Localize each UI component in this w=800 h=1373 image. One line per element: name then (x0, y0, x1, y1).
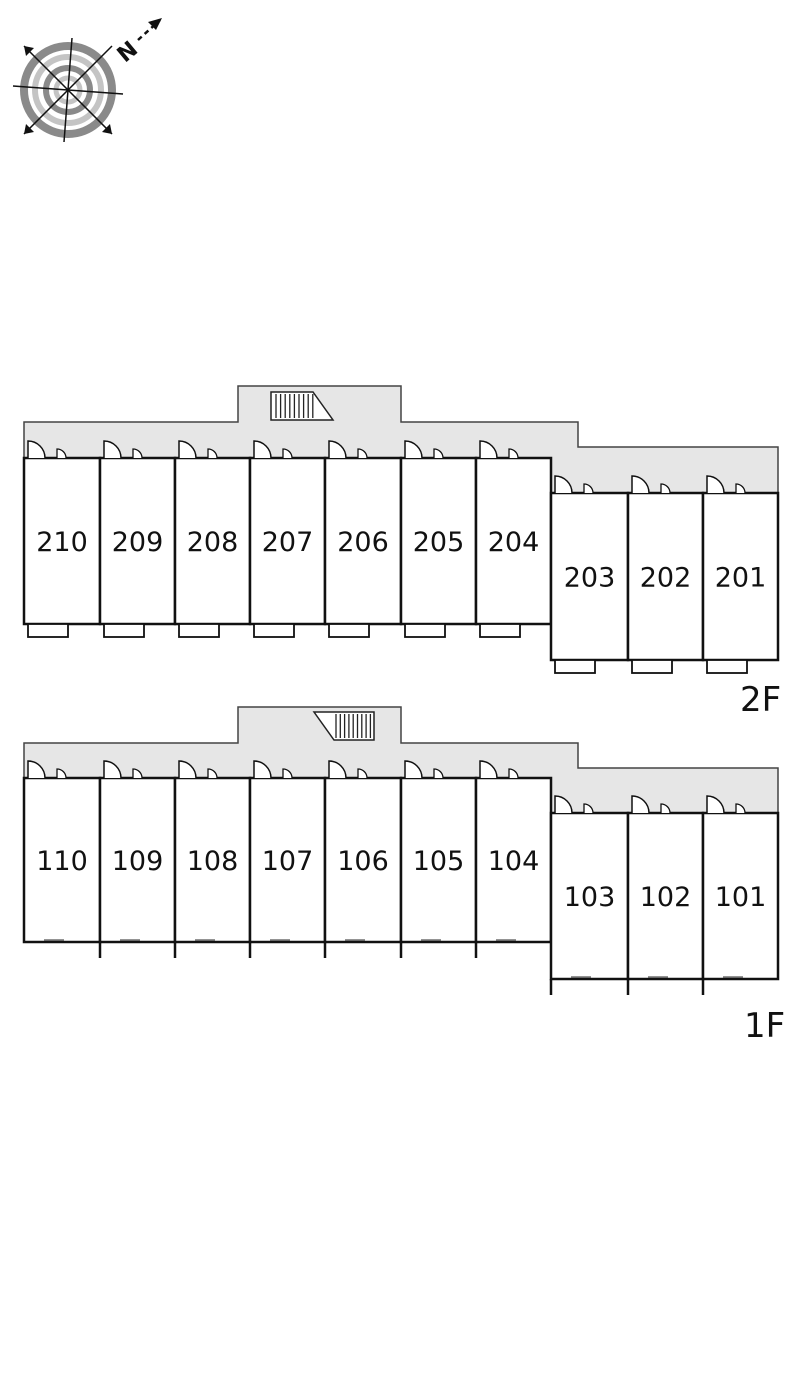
unit-number: 108 (187, 846, 239, 877)
balcony (631, 659, 673, 674)
door-swing-icon (479, 440, 519, 459)
door-swing-icon (253, 440, 293, 459)
unit-210: 210 (22, 440, 102, 638)
unit-wall (474, 456, 553, 626)
unit-204: 204 (474, 440, 553, 638)
unit-number: 203 (564, 563, 616, 594)
unit-108: 108 (173, 760, 252, 958)
door-swing-icon (328, 440, 368, 459)
unit-wall (399, 776, 478, 944)
unit-number: 210 (36, 527, 88, 558)
door-swing-icon (404, 440, 444, 459)
door-swing-icon (479, 760, 519, 779)
floor-label-2f: 2F (740, 680, 781, 720)
door-swing-icon (328, 760, 368, 779)
unit-103: 103 (549, 795, 630, 995)
unit-wall (323, 776, 403, 944)
unit-number: 107 (262, 846, 314, 877)
unit-number: 204 (488, 527, 540, 558)
door-swing-icon (103, 440, 143, 459)
unit-number: 106 (337, 846, 389, 877)
balcony (253, 623, 295, 638)
door-swing-icon (554, 795, 594, 814)
unit-number: 104 (488, 846, 540, 877)
unit-206: 206 (323, 440, 403, 638)
door-swing-icon (178, 760, 218, 779)
door-swing-icon (178, 440, 218, 459)
balcony (554, 659, 596, 674)
unit-number: 110 (36, 846, 88, 877)
unit-wall (701, 811, 780, 981)
unit-number: 105 (413, 846, 465, 877)
unit-wall (549, 811, 630, 981)
staircase-icon (270, 391, 335, 421)
balcony (103, 623, 145, 638)
balcony (404, 623, 446, 638)
unit-wall (323, 456, 403, 626)
unit-number: 201 (715, 563, 767, 594)
unit-101: 101 (701, 795, 780, 995)
floor-label-1f: 1F (744, 1006, 785, 1046)
floor-1f: 110 109 108 107 106 105 104 103 102 101 1F (22, 706, 785, 1046)
units-2f: 210 209 208 207 206 205 204 203 202 201 (22, 440, 780, 674)
door-swing-icon (404, 760, 444, 779)
unit-202: 202 (626, 475, 705, 674)
unit-208: 208 (173, 440, 252, 638)
unit-wall (173, 776, 252, 944)
door-swing-icon (253, 760, 293, 779)
unit-205: 205 (399, 440, 478, 638)
unit-number: 206 (337, 527, 389, 558)
unit-number: 103 (564, 882, 616, 913)
unit-wall (22, 776, 102, 944)
balcony (706, 659, 748, 674)
balcony (27, 623, 69, 638)
unit-102: 102 (626, 795, 705, 995)
unit-207: 207 (248, 440, 327, 638)
unit-wall (701, 491, 780, 662)
unit-203: 203 (549, 475, 630, 674)
unit-109: 109 (98, 760, 177, 958)
unit-wall (98, 776, 177, 944)
unit-wall (399, 456, 478, 626)
staircase-icon (312, 711, 375, 741)
compass-north-label: N (113, 37, 143, 68)
door-swing-icon (706, 475, 746, 494)
unit-wall (626, 491, 705, 662)
unit-number: 209 (112, 527, 164, 558)
door-swing-icon (103, 760, 143, 779)
door-swing-icon (706, 795, 746, 814)
balcony (178, 623, 220, 638)
door-swing-icon (27, 440, 67, 459)
units-1f: 110 109 108 107 106 105 104 103 102 101 (22, 760, 780, 995)
unit-number: 207 (262, 527, 314, 558)
compass-icon (12, 37, 124, 143)
unit-106: 106 (323, 760, 403, 958)
unit-107: 107 (248, 760, 327, 958)
unit-104: 104 (474, 760, 553, 958)
door-swing-icon (631, 475, 671, 494)
door-swing-icon (554, 475, 594, 494)
unit-wall (173, 456, 252, 626)
unit-number: 109 (112, 846, 164, 877)
unit-105: 105 (399, 760, 478, 958)
floor-2f: 210 209 208 207 206 205 204 203 202 201 2F (22, 385, 781, 720)
unit-number: 202 (640, 563, 692, 594)
unit-110: 110 (22, 760, 102, 944)
unit-wall (248, 776, 327, 944)
unit-number: 205 (413, 527, 465, 558)
north-arrow-icon: N (113, 18, 162, 68)
balcony (328, 623, 370, 638)
unit-number: 208 (187, 527, 239, 558)
unit-number: 102 (640, 882, 692, 913)
balcony (479, 623, 521, 638)
door-swing-icon (631, 795, 671, 814)
unit-209: 209 (98, 440, 177, 638)
door-swing-icon (27, 760, 67, 779)
unit-wall (248, 456, 327, 626)
unit-wall (549, 491, 630, 662)
unit-201: 201 (701, 475, 780, 674)
unit-number: 101 (715, 882, 767, 913)
